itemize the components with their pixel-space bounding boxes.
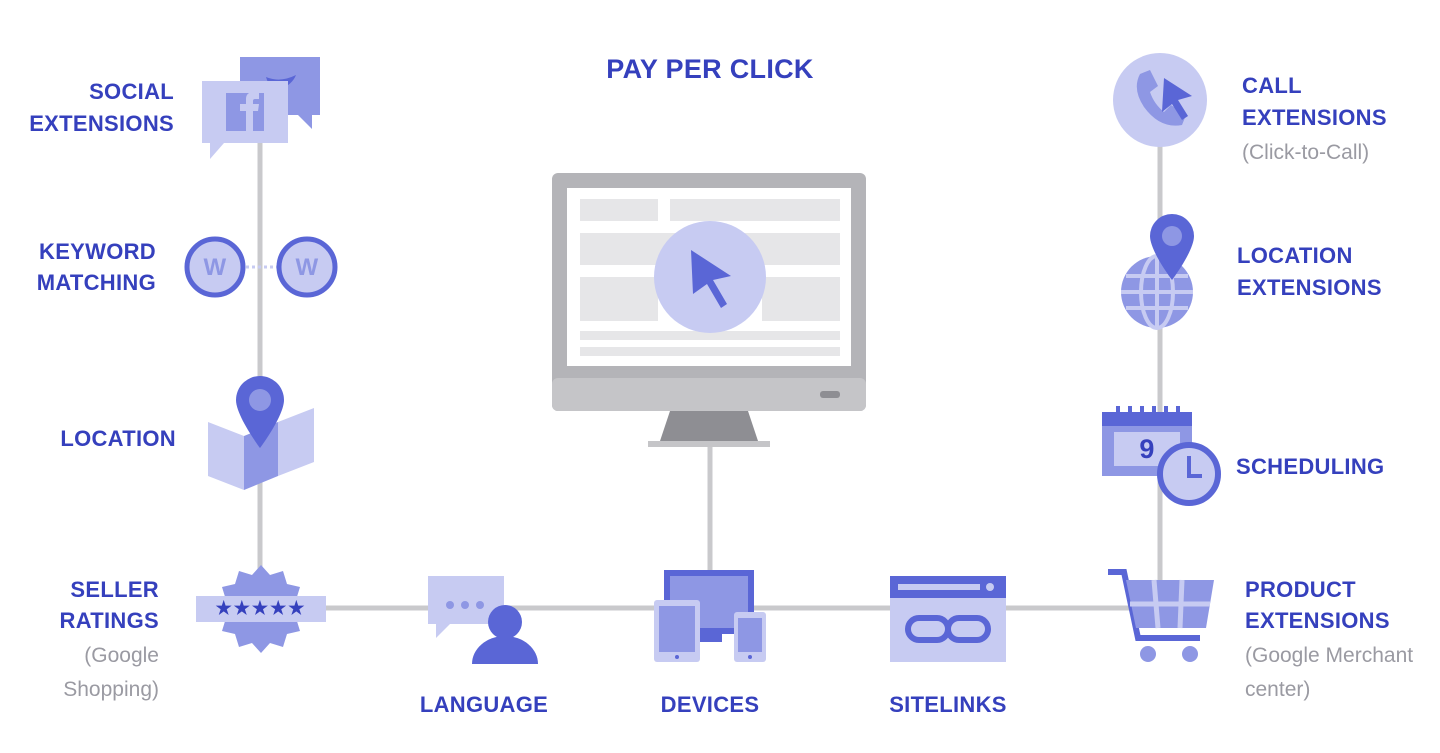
label-keyword-matching-1: KEYWORD [39,239,156,264]
phone-click-icon [1113,53,1207,147]
calendar-day-number: 9 [1139,434,1155,464]
label-scheduling: SCHEDULING [1236,454,1385,479]
label-call-extensions-2: EXTENSIONS [1242,105,1387,130]
label-location-extensions-1: LOCATION [1237,243,1353,268]
language-chat-icon [428,576,538,664]
cursor-click-icon [654,221,766,333]
label-language: LANGUAGE [419,692,549,717]
map-pin-icon [208,376,314,490]
label-location-extensions-2: EXTENSIONS [1237,275,1382,300]
product-extensions-subtitle-1: (Google Merchant [1245,644,1414,667]
label-keyword-matching-2: MATCHING [36,270,156,295]
globe-pin-icon [1121,214,1194,330]
label-social-extensions-1: SOCIAL [89,79,174,104]
label-seller-ratings-2: RATINGS [59,608,159,633]
sitelinks-browser-icon [890,576,1006,662]
diagram-title: PAY PER CLICK [606,54,814,84]
keyword-matching-icon [184,236,338,298]
label-location: LOCATION [60,426,176,451]
keyword-badge-right: W [295,254,319,281]
seller-stars: ★★★★★ [215,598,307,618]
label-call-extensions-1: CALL [1242,73,1302,98]
calendar-clock-icon [1102,406,1221,506]
label-devices: DEVICES [660,692,760,717]
devices-icon [654,570,766,662]
seller-ratings-subtitle-1: (Google [84,644,159,667]
label-seller-ratings-1: SELLER [70,577,159,602]
product-extensions-subtitle-2: center) [1245,678,1311,701]
shopping-cart-icon [1108,569,1214,662]
label-product-extensions-2: EXTENSIONS [1245,608,1390,633]
label-social-extensions-2: EXTENSIONS [29,111,174,136]
keyword-badge-left: W [203,254,227,281]
call-extensions-subtitle: (Click-to-Call) [1242,141,1370,164]
seller-ratings-badge-icon [196,565,326,653]
label-sitelinks: SITELINKS [889,692,1007,717]
seller-ratings-subtitle-2: Shopping) [63,678,159,701]
social-bubbles-icon [202,57,320,159]
label-product-extensions-1: PRODUCT [1245,577,1356,602]
